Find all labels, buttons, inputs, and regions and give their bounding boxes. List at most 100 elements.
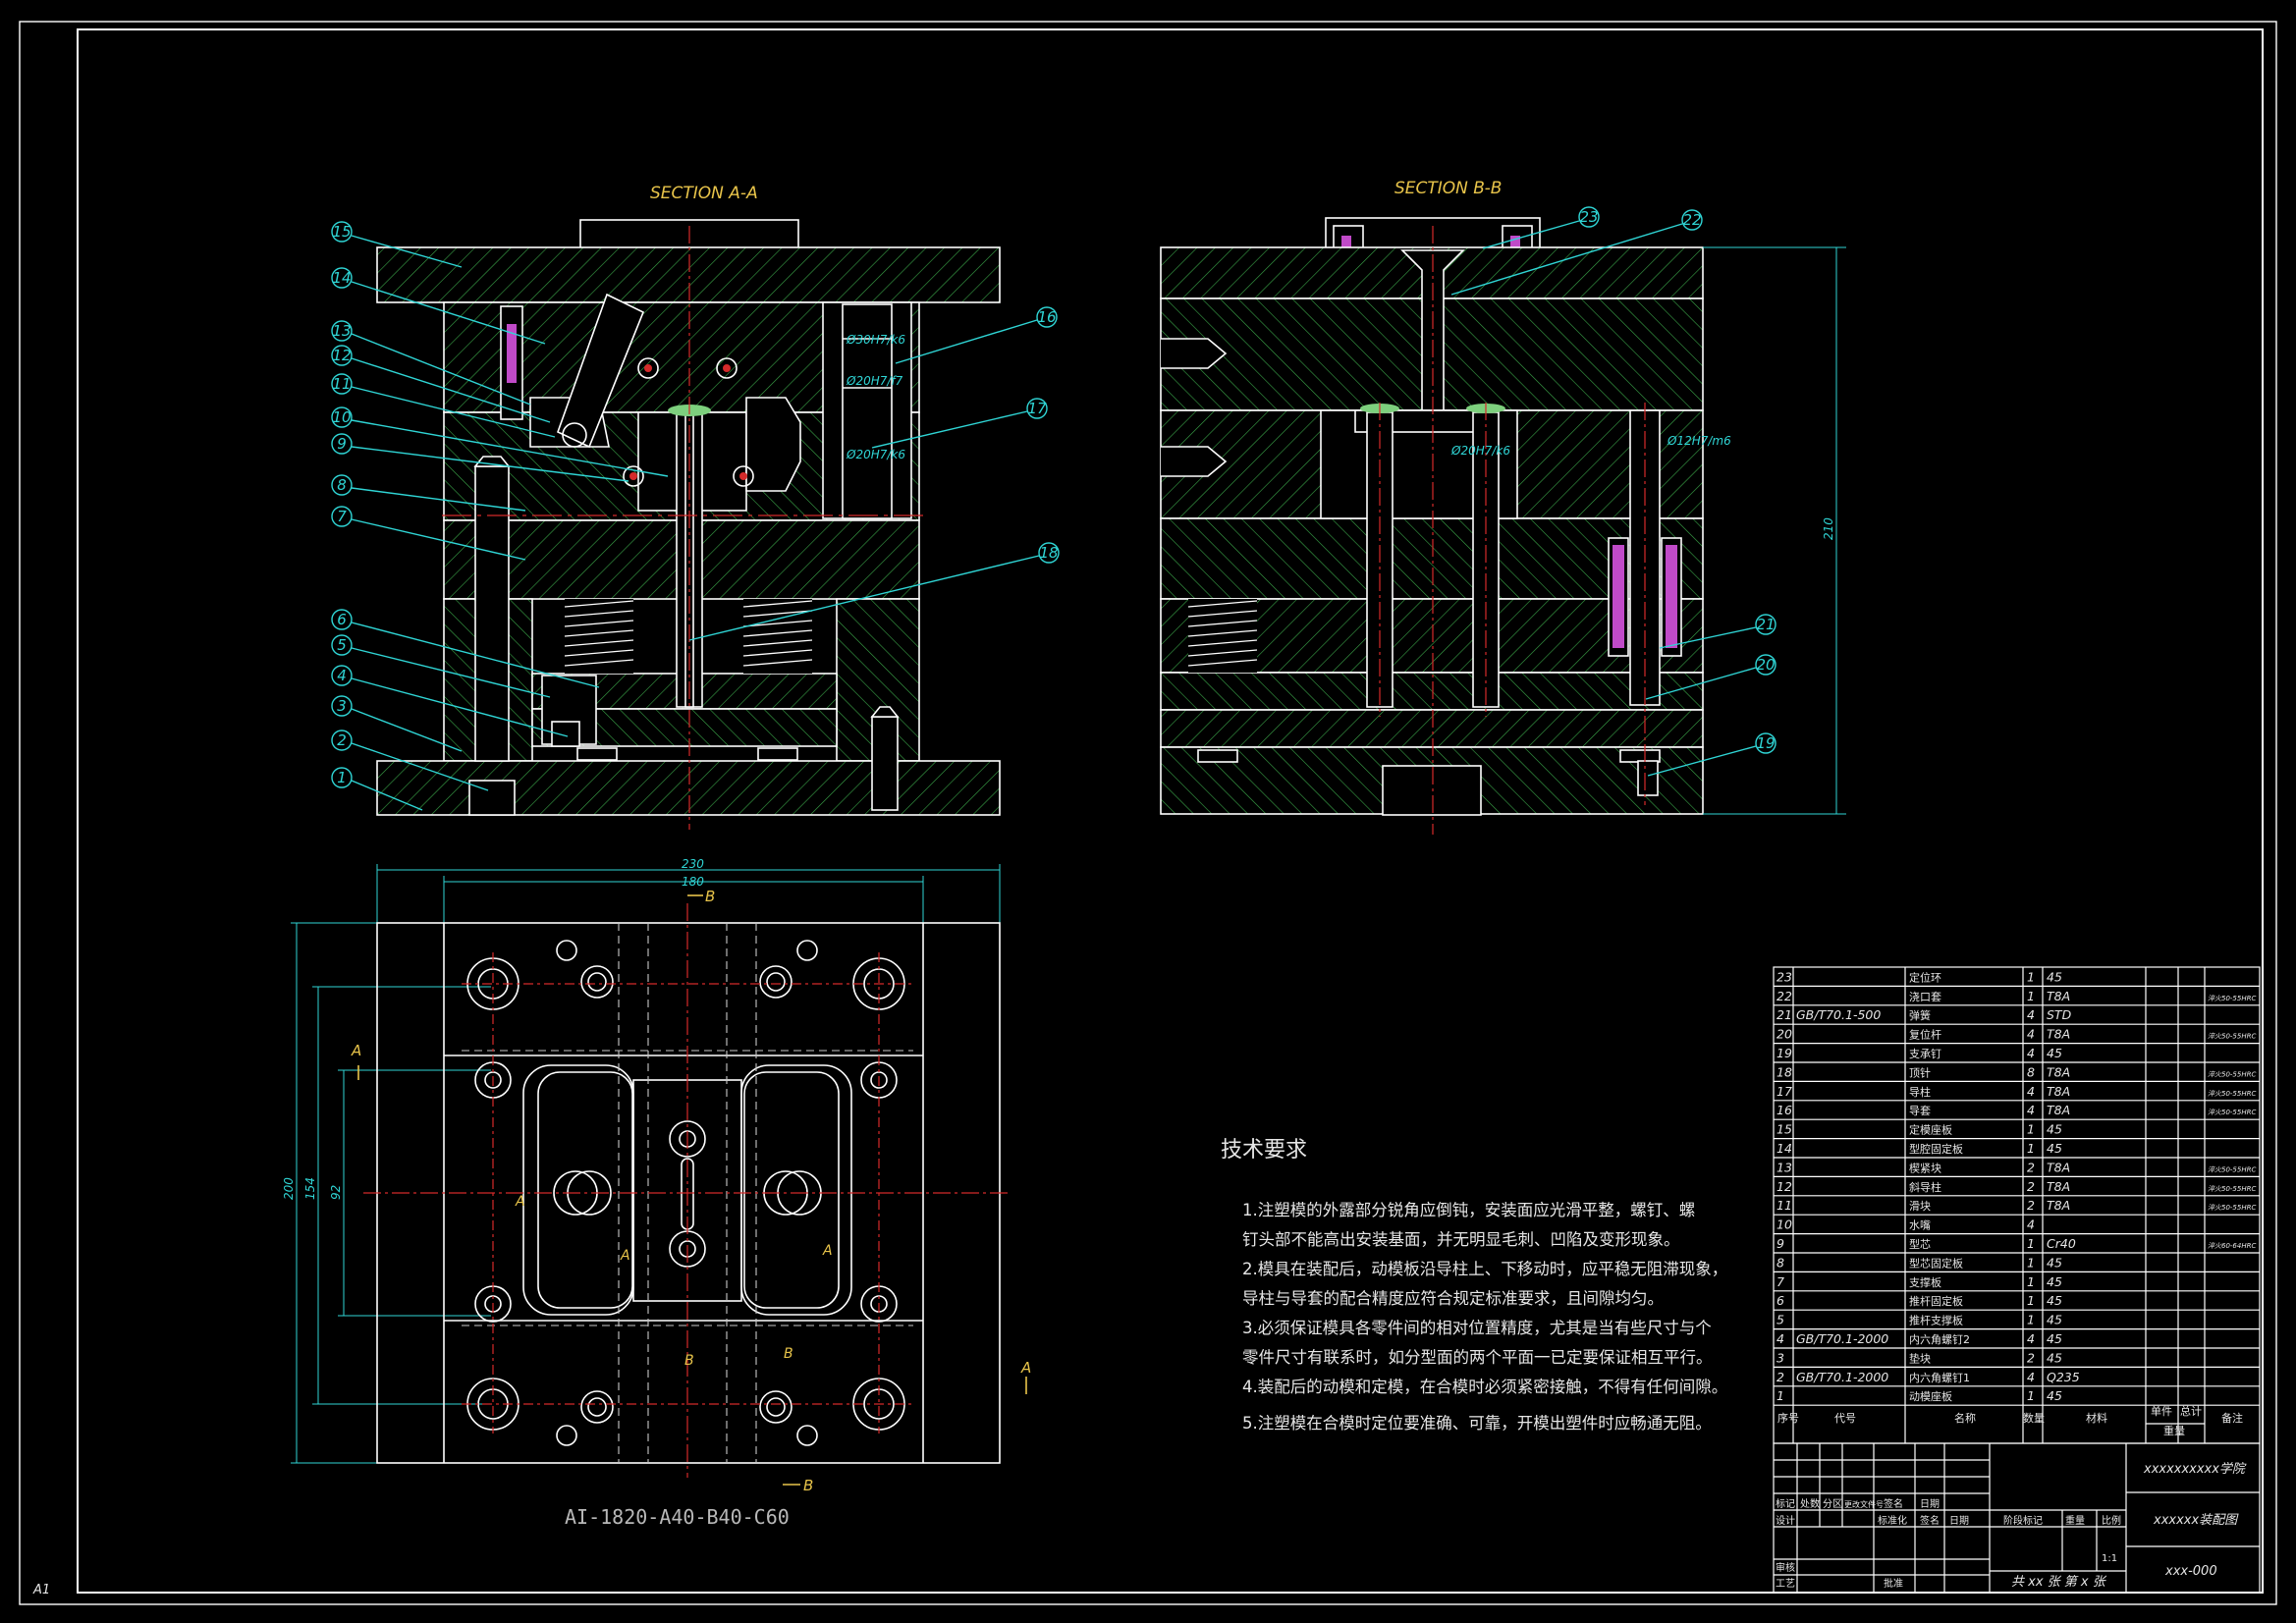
tech-line-1: 1.注塑模的外露部分锐角应倒钝，安装面应光滑平整，螺钉、螺 (1242, 1201, 1695, 1219)
bom-cell-name: 垫块 (1909, 1351, 1931, 1365)
bom-cell-name: 支撑板 (1909, 1275, 1941, 1289)
bom-cell-name: 滑块 (1909, 1200, 1931, 1213)
fit-a2: Ø20H7/f7 (846, 374, 903, 388)
bom-cell-no: 6 (1777, 1293, 1784, 1308)
guide-pillar-a (842, 303, 893, 519)
water-nozzle-b1 (1161, 338, 1228, 369)
callout-22: 22 (1450, 209, 1703, 296)
bom-cell-mat: 45 (2047, 1293, 2062, 1308)
tb-drawing-name: xxxxxx装配图 (2153, 1513, 2239, 1528)
tech-line-3: 2.模具在装配后，动模板沿导柱上、下移动时，应平稳无阻滞现象， (1242, 1260, 1727, 1278)
angle-pin-a (557, 293, 645, 449)
bom-cell-name: 弹簧 (1909, 1008, 1931, 1022)
bom-cell-name: 顶针 (1909, 1065, 1931, 1079)
tech-line-8: 5.注塑模在合模时定位要准确、可靠，开模出塑件时应畅通无阻。 (1242, 1414, 1712, 1433)
bom-cell-qty: 1 (2027, 969, 2035, 984)
bom-cell-name: 型芯 (1909, 1237, 1931, 1251)
callout-5: 5 (331, 634, 551, 698)
callout-15: 15 (331, 221, 463, 268)
ejector-plate-b (1160, 709, 1704, 748)
bom-cell-mat: 45 (2047, 1331, 2062, 1346)
bom-cell-note: 淬火50-55HRC (2208, 995, 2256, 1002)
tb-label-date1: 日期 (1920, 1498, 1940, 1510)
svg-text:18: 18 (1039, 544, 1058, 562)
bom-cell-name: 内六角螺钉1 (1909, 1371, 1970, 1384)
bom-cell-qty: 1 (2027, 1122, 2035, 1137)
bom-cell-no: 13 (1777, 1160, 1792, 1174)
bom-cell-no: 7 (1777, 1274, 1784, 1289)
bom-cell-qty: 1 (2027, 1274, 2035, 1289)
fit-b1: Ø20H7/k6 (1450, 444, 1510, 458)
bom-cell-qty: 4 (2027, 1217, 2035, 1232)
section-b-title: SECTION B-B (1394, 179, 1502, 198)
bom-cell-qty: 4 (2027, 1046, 2035, 1060)
bom-cell-code: GB/T70.1-2000 (1796, 1331, 1888, 1346)
svg-text:5: 5 (337, 636, 347, 654)
svg-text:7: 7 (337, 508, 347, 525)
bom-cell-note: 淬火50-55HRC (2208, 1165, 2256, 1173)
bom-cell-no: 8 (1777, 1255, 1784, 1270)
bom-cell-no: 11 (1777, 1198, 1792, 1213)
callout-23: 23 (1482, 206, 1600, 249)
callout-20: 20 (1645, 654, 1777, 700)
bom-cell-qty: 1 (2027, 1236, 2035, 1251)
callout-8: 8 (331, 474, 526, 512)
bom-cell-note: 淬火50-55HRC (2208, 1070, 2256, 1078)
svg-text:9: 9 (337, 435, 347, 453)
bom-cell-no: 16 (1777, 1103, 1792, 1117)
top-clamp-plate (376, 246, 1001, 303)
bom-cell-name: 动模座板 (1909, 1389, 1952, 1403)
bom-cell-mat: T8A (2047, 1160, 2070, 1174)
fit-b2: Ø12H7/m6 (1667, 434, 1731, 448)
plan-mark-b-bottom: B (803, 1477, 813, 1494)
callout-6: 6 (331, 609, 600, 688)
ejector-hole-b (1382, 765, 1482, 816)
callouts-right: 23 22 21 20 19 (1450, 206, 1777, 777)
bom-cell-no: 2 (1777, 1370, 1784, 1384)
bom-cell-mat: 45 (2047, 1255, 2062, 1270)
callout-7: 7 (331, 506, 526, 561)
tech-title: 技术要求 (1221, 1138, 1307, 1163)
bom-cell-mat: 45 (2047, 1122, 2062, 1137)
svg-text:3: 3 (337, 697, 347, 715)
bom-cell-no: 9 (1777, 1236, 1784, 1251)
tech-requirements: 技术要求 1.注塑模的外露部分锐角应倒钝，安装面应光滑平整，螺钉、螺 钉头部不能… (1221, 1138, 1727, 1433)
bom-cell-qty: 1 (2027, 1255, 2035, 1270)
spring-b (1187, 600, 1258, 667)
bom-header-weight: 重量 (2163, 1424, 2185, 1437)
bom-cell-mat: T8A (2047, 1198, 2070, 1213)
bom-cell-no: 23 (1777, 969, 1792, 984)
plan-mark-b-inner1: B (684, 1353, 694, 1369)
callout-10: 10 (331, 406, 669, 477)
bom-header-note: 备注 (2221, 1411, 2243, 1425)
bom-header-unit: 单件 (2151, 1405, 2172, 1418)
bom-cell-name: 导套 (1909, 1105, 1931, 1117)
bom-cell-name: 推杆固定板 (1909, 1294, 1963, 1308)
bom-cell-mat: STD (2047, 1007, 2072, 1022)
svg-text:13: 13 (332, 322, 351, 340)
tb-school: xxxxxxxxxx学院 (2143, 1461, 2247, 1477)
bom-cell-mat: Q235 (2047, 1370, 2080, 1384)
bom-cell-no: 19 (1777, 1046, 1792, 1060)
svg-text:12: 12 (332, 347, 351, 364)
bom-cell-note: 淬火50-55HRC (2208, 1090, 2256, 1098)
bom-cell-mat: 45 (2047, 1141, 2062, 1156)
outer-frame (19, 21, 2277, 1605)
callout-9: 9 (331, 433, 629, 482)
tb-label-change-no: 更改文件号 (1844, 1499, 1884, 1509)
tb-label-scale: 比例 (2102, 1514, 2121, 1527)
bom-cell-mat: 45 (2047, 1388, 2062, 1403)
dim-plan-w1: 230 (682, 857, 704, 871)
svg-text:21: 21 (1756, 616, 1775, 633)
bom-cell-name: 水嘴 (1909, 1219, 1931, 1232)
tb-label-review: 审核 (1776, 1561, 1795, 1574)
